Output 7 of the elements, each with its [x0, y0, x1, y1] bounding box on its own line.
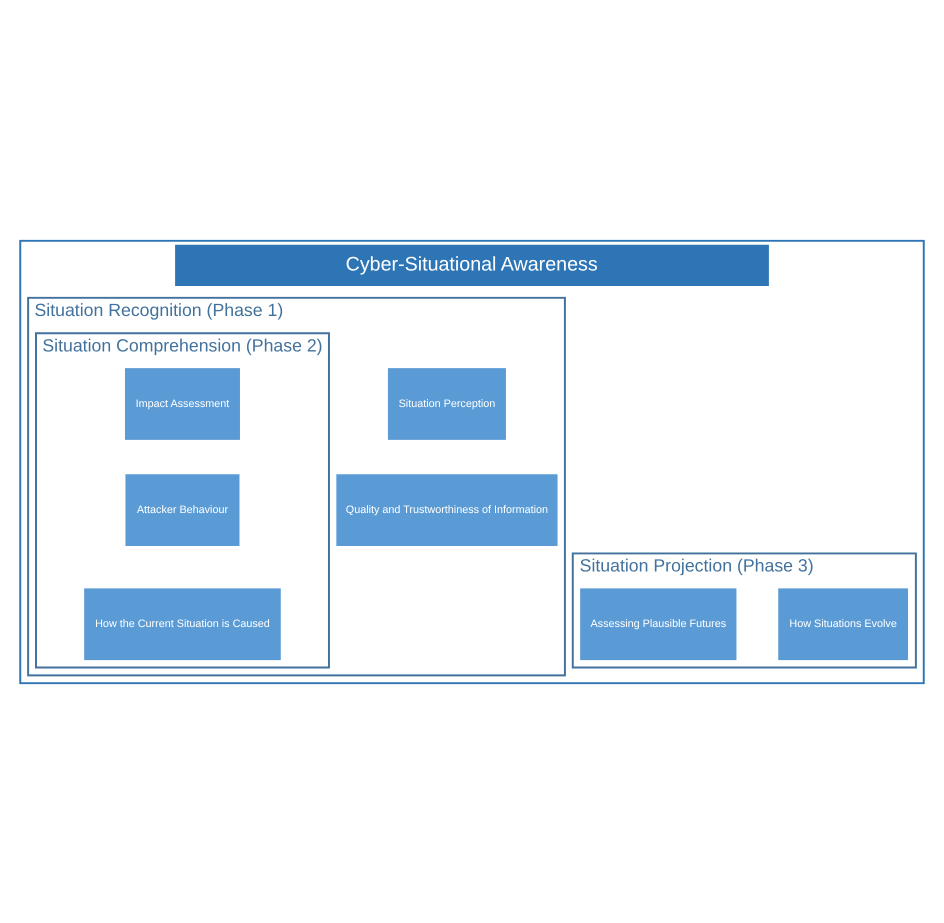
node-box: Quality and Trustworthiness of Information	[336, 474, 558, 546]
node-box: Assessing Plausible Futures	[580, 588, 736, 660]
node-box: Situation Perception	[388, 368, 506, 440]
node-box: How the Current Situation is Caused	[84, 588, 281, 660]
node-box: Attacker Behaviour	[125, 474, 240, 546]
node-box: Impact Assessment	[124, 368, 240, 440]
node-box: How Situations Evolve	[778, 588, 908, 660]
